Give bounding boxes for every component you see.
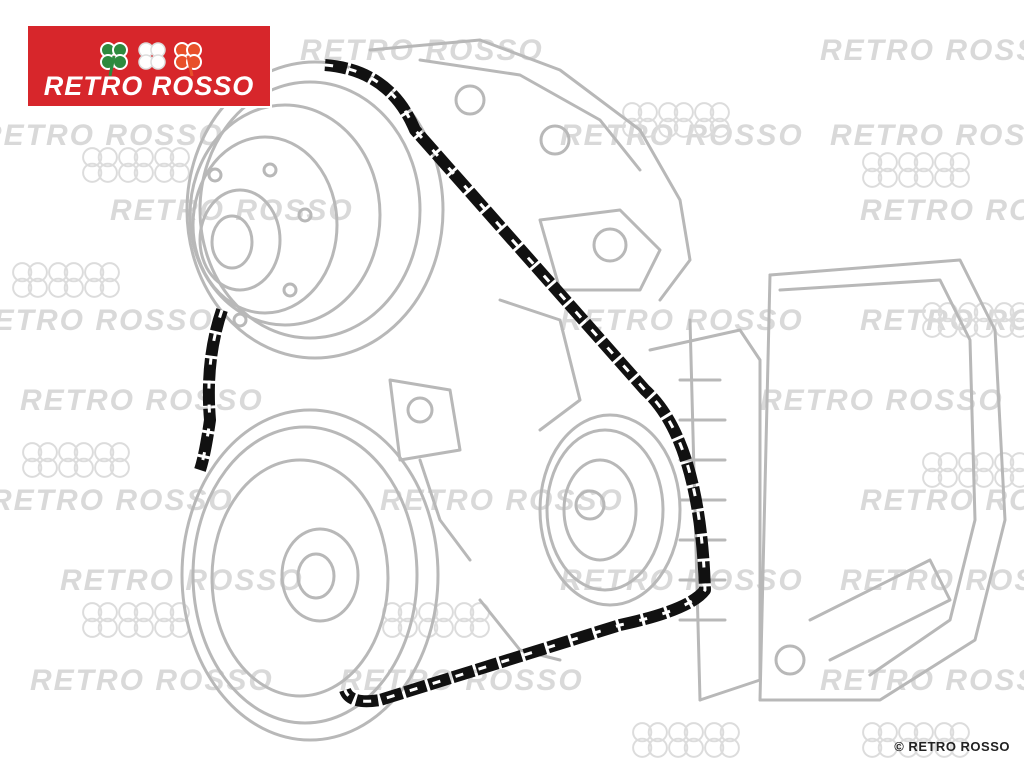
watermark-clover-icon (58, 442, 94, 478)
watermark-clover-icon (668, 722, 704, 758)
watermark-text: RETRO ROSSO (0, 484, 234, 517)
watermark-clover-icon (48, 262, 84, 298)
watermark-clover-icon (862, 722, 898, 758)
brand-logo: RETRO ROSSO (26, 24, 272, 108)
watermark-clover-icon (934, 152, 970, 188)
watermark-clover-icon (154, 147, 190, 183)
watermark-clover-icon (82, 147, 118, 183)
watermark-text: RETRO ROSSO (820, 664, 1024, 697)
watermark-clover-icon (898, 152, 934, 188)
alternator-body (648, 258, 1007, 702)
watermark-text: RETRO ROSSO (0, 119, 224, 152)
watermark-clover-icon (994, 452, 1024, 488)
logo-text: RETRO ROSSO (43, 71, 255, 101)
watermark-text: RETRO ROSSO (20, 384, 264, 417)
engine-illustration (180, 38, 1007, 742)
watermark-text: RETRO ROSSO (0, 304, 214, 337)
watermark-clover-icon (454, 602, 490, 638)
watermark-clover-icon (118, 602, 154, 638)
watermark-text: RETRO ROSSO (110, 194, 354, 227)
watermark-clover-icon (12, 262, 48, 298)
green-clover-icon (100, 42, 128, 77)
engine-bracket (368, 38, 692, 662)
alternator-pulley (538, 413, 682, 607)
watermark-clover-icon (118, 147, 154, 183)
watermark-clover-icon (22, 442, 58, 478)
crankshaft-pulley (180, 408, 440, 742)
watermark-text: RETRO ROSSO (820, 34, 1024, 67)
watermark-clover-icon (862, 152, 898, 188)
white-clover-icon (138, 42, 166, 70)
watermark-text: RETRO ROSSO (560, 119, 804, 152)
drive-belt (194, 59, 711, 708)
clover-icons (100, 42, 202, 77)
watermark-text: RETRO ROSSO (830, 119, 1024, 152)
watermark-text: RETRO ROSSO (860, 194, 1024, 227)
water-pump-pulley (185, 60, 445, 360)
watermark-clover-icon (922, 452, 958, 488)
watermark-clover-icon (958, 452, 994, 488)
watermark-clover-icon (632, 722, 668, 758)
watermark-text: RETRO ROSSO (380, 484, 624, 517)
watermark-clover-icon (82, 602, 118, 638)
watermark-clover-icon (704, 722, 740, 758)
watermark-text: RETRO ROSSO (30, 664, 274, 697)
copyright-notice: © RETRO ROSSO (894, 739, 1010, 754)
watermark-text: RETRO ROSSO (860, 484, 1024, 517)
watermark-text: RETRO ROSSO (760, 384, 1004, 417)
watermark-layer: RETRO ROSSO RETRO ROSSO RETRO ROSSO RETRO R… (0, 34, 1024, 758)
orange-clover-icon (174, 42, 202, 77)
watermark-clover-icon (94, 442, 130, 478)
watermark-clover-icon (84, 262, 120, 298)
